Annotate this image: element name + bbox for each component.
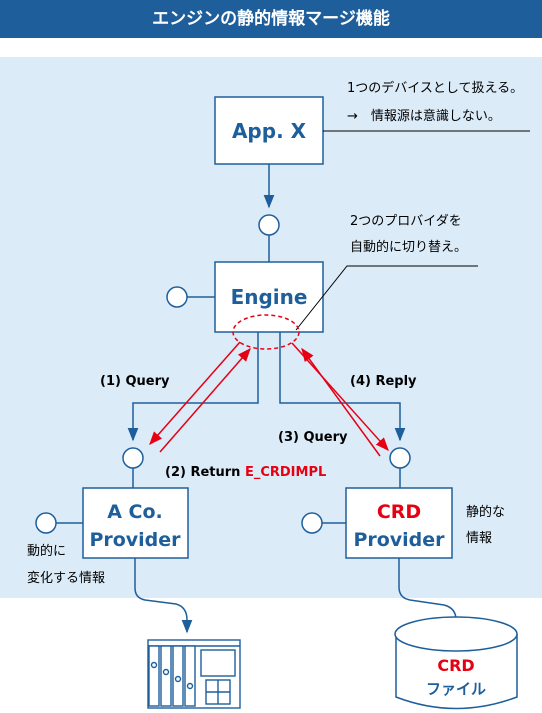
return-arrow <box>159 347 251 453</box>
app-note-line1: 1つのデバイスとして扱える。 <box>347 80 523 96</box>
engine-note-line1: 2つのプロバイダを <box>350 214 462 229</box>
provider-crd-to-file-arrow <box>398 558 462 633</box>
dynamic-note-line1: 動的に <box>27 543 66 559</box>
provider-a-side-circle-icon <box>35 512 57 534</box>
engine-interface-circle-icon <box>258 214 280 236</box>
return-code: E_CRDIMPL <box>245 465 326 480</box>
engine-note-line2: 自動的に切り替え。 <box>350 239 467 255</box>
provider-crd-interface-circle-icon <box>389 447 411 469</box>
server-rack-icon <box>147 639 241 709</box>
engine-to-provider-crd-line <box>279 332 406 442</box>
title-bar <box>0 0 542 38</box>
query-label: (1) Query <box>100 374 170 389</box>
engine-side-circle-icon <box>166 286 188 308</box>
provider-crd-label-line2: Provider <box>353 529 445 551</box>
engine-note-leader <box>295 265 478 331</box>
app-label: App. X <box>232 119 307 143</box>
crd-file-label-line1: CRD <box>437 656 474 675</box>
provider-a-interface-circle-icon <box>122 447 144 469</box>
crd-file-label-line2: ファイル <box>426 680 486 698</box>
provider-a-label-line1: A Co. <box>107 501 163 523</box>
query3-label: (3) Query <box>278 430 348 445</box>
dynamic-note-line2: 変化する情報 <box>27 570 105 586</box>
engine-to-provider-a-line <box>127 332 259 442</box>
static-note-line1: 静的な <box>466 504 505 520</box>
reply-label: (4) Reply <box>350 374 417 389</box>
return-label-prefix: (2) Return <box>165 465 245 480</box>
app-note-line2: → 情報源は意識しない。 <box>347 108 501 124</box>
reply-arrow <box>301 347 381 457</box>
provider-crd-label-line1: CRD <box>377 501 421 523</box>
crd-file-database-cylinder-icon <box>394 616 518 710</box>
switch-highlight-ellipse <box>232 314 300 350</box>
page-title: エンジンの静的情報マージ機能 <box>152 9 390 29</box>
engine-label: Engine <box>231 285 308 309</box>
provider-crd-side-circle-icon <box>301 512 323 534</box>
static-note-line2: 情報 <box>466 531 492 546</box>
query-arrow <box>149 341 241 446</box>
provider-a-label-line2: Provider <box>89 529 181 551</box>
provider-a-to-server-arrow <box>134 558 193 634</box>
return-label: (2) Return E_CRDIMPL <box>165 465 326 480</box>
